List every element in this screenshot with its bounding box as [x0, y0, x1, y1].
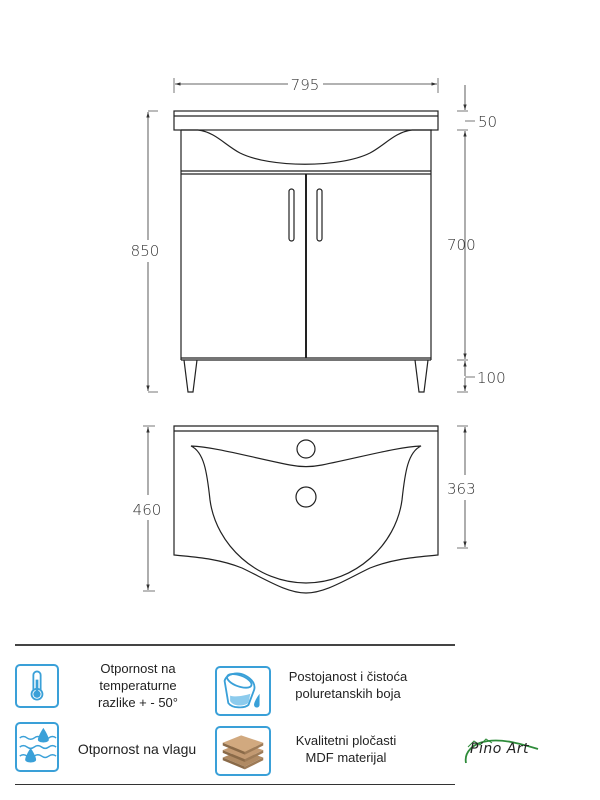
feature-paint-text: Postojanost i čistoća poluretanskih boja: [278, 668, 418, 702]
feature-mdf: [215, 726, 271, 776]
pine-tree-swoosh-icon: [464, 738, 539, 764]
leg-height-dimension-label: 100: [477, 369, 506, 387]
feature-line: MDF materijal: [305, 750, 387, 765]
top-thickness-dimension-label: 50: [478, 113, 497, 131]
mdf-boards-icon: [215, 726, 271, 776]
feature-line: razlike + - 50°: [98, 695, 178, 710]
feature-moisture-text: Otpornost na vlagu: [72, 741, 202, 758]
water-drops-icon: [15, 722, 59, 772]
basin-depth-dimension-label: 363: [447, 480, 476, 498]
technical-drawing: 795 850 50 700 100 460 363: [131, 76, 506, 594]
depth-dimension-label: 460: [133, 501, 162, 519]
width-dimension-label: 795: [291, 76, 320, 94]
cabinet-height-dimension-label: 700: [447, 236, 476, 254]
divider-bottom: [15, 784, 455, 785]
brand-logo: Pino Art: [458, 733, 568, 773]
top-view: [143, 425, 468, 594]
features-panel: Otpornost na temperaturne razlike + - 50…: [0, 640, 600, 800]
brand-name: Pino Art: [470, 741, 530, 757]
feature-temperature-text: Otpornost na temperaturne razlike + - 50…: [78, 660, 198, 711]
feature-temperature: [15, 664, 59, 708]
front-view: [146, 78, 475, 393]
feature-line: Otpornost na vlagu: [77, 741, 197, 757]
feature-line: Kvalitetni pločasti: [295, 733, 397, 748]
feature-line: poluretanskih boja: [295, 686, 401, 701]
feature-paint: [215, 666, 271, 716]
total-height-dimension-label: 850: [131, 242, 160, 260]
paint-bucket-icon: [215, 666, 271, 716]
feature-line: Otpornost na: [100, 661, 176, 676]
feature-moisture: [15, 722, 59, 772]
feature-line: Postojanost i čistoća: [288, 669, 408, 684]
thermometer-icon: [15, 664, 59, 708]
feature-line: temperaturne: [99, 678, 177, 693]
divider-top: [15, 644, 455, 646]
feature-mdf-text: Kvalitetni pločasti MDF materijal: [276, 732, 416, 766]
